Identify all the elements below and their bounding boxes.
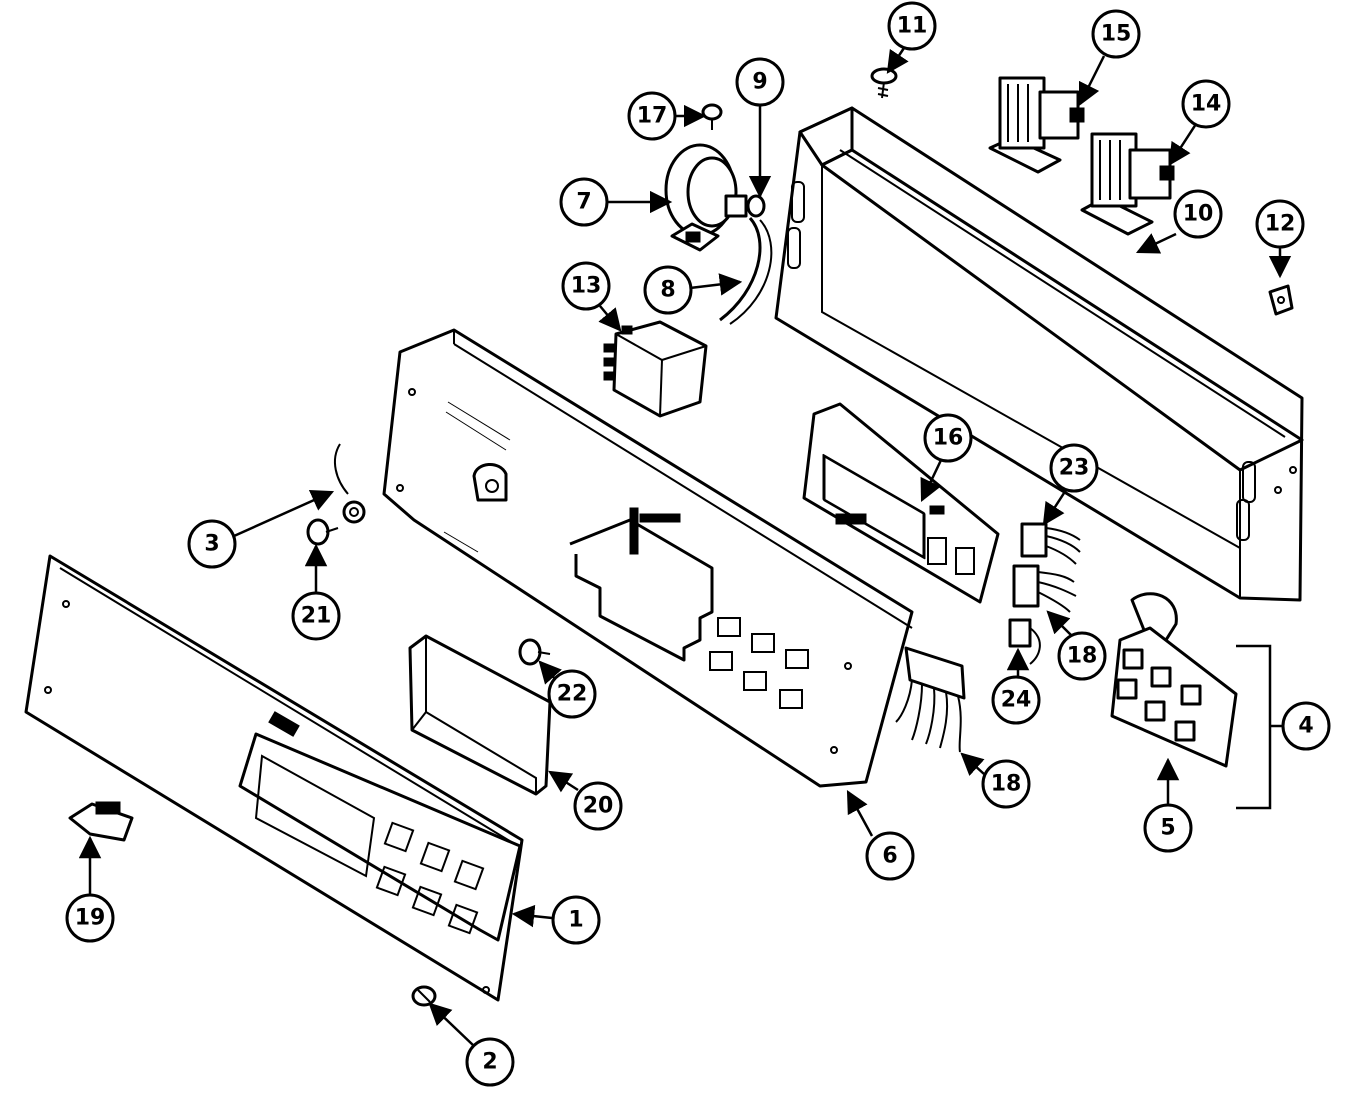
callout-3: 3 (187, 519, 237, 569)
svg-text:23: 23 (1059, 456, 1090, 481)
svg-text:18: 18 (991, 772, 1022, 797)
svg-text:18: 18 (1067, 644, 1098, 669)
svg-text:7: 7 (576, 190, 591, 215)
callout-10: 10 (1173, 189, 1223, 239)
screw-17 (701, 103, 723, 130)
svg-text:10: 10 (1183, 202, 1214, 227)
callout-4: 4 (1281, 701, 1331, 751)
callout-23: 23 (1049, 443, 1099, 493)
pressure-switch-7 (664, 143, 748, 252)
callout-14: 14 (1181, 79, 1231, 129)
harness-18-lower (895, 646, 966, 753)
control-board-16 (802, 402, 1000, 604)
ground-wire-3 (333, 443, 366, 524)
svg-text:1: 1 (568, 908, 583, 933)
svg-text:5: 5 (1160, 816, 1175, 841)
hose-8 (719, 216, 773, 325)
callout-5: 5 (1143, 803, 1193, 853)
callout-16: 16 (923, 413, 973, 463)
callout-20: 20 (573, 781, 623, 831)
bracket-4 (1236, 644, 1282, 810)
clip-19 (68, 801, 134, 842)
svg-text:20: 20 (583, 794, 614, 819)
callout-17: 17 (627, 91, 677, 141)
svg-text:14: 14 (1191, 92, 1222, 117)
callout-12: 12 (1255, 199, 1305, 249)
svg-text:13: 13 (571, 274, 602, 299)
callout-1: 1 (551, 895, 601, 945)
callout-15: 15 (1091, 9, 1141, 59)
svg-text:15: 15 (1101, 22, 1132, 47)
plug-21 (306, 518, 339, 546)
svg-text:6: 6 (882, 844, 897, 869)
svg-text:24: 24 (1001, 688, 1032, 713)
svg-text:9: 9 (752, 70, 767, 95)
display-lens-20 (408, 634, 552, 796)
callout-7: 7 (559, 177, 609, 227)
callout-8: 8 (643, 265, 693, 315)
keypad-board-5 (1110, 592, 1238, 768)
callout-21: 21 (291, 591, 341, 641)
screw-2 (411, 985, 437, 1007)
inner-panel-6 (382, 328, 914, 788)
clip-nut-12 (1268, 284, 1294, 316)
callout-6: 6 (865, 831, 915, 881)
connector-23 (1020, 522, 1081, 565)
svg-text:17: 17 (637, 104, 668, 129)
callout-24: 24 (991, 675, 1041, 725)
svg-text:16: 16 (933, 426, 964, 451)
svg-text:2: 2 (482, 1050, 497, 1075)
connector-24 (1008, 618, 1041, 665)
svg-text:4: 4 (1298, 714, 1313, 739)
keypad-keys (1116, 648, 1202, 742)
svg-text:19: 19 (75, 906, 106, 931)
plug-22 (518, 638, 551, 666)
svg-text:11: 11 (897, 14, 928, 39)
callout-11: 11 (887, 1, 937, 51)
connector-18-upper (1012, 564, 1077, 613)
svg-text:21: 21 (301, 604, 332, 629)
screw-11 (870, 67, 898, 99)
hose-clamp-9 (746, 194, 766, 218)
panel-6-button-holes (709, 617, 809, 709)
callout-22: 22 (547, 669, 597, 719)
callout-2: 2 (465, 1037, 515, 1087)
transformer-15 (988, 76, 1085, 174)
callout-18-lower: 18 (981, 759, 1031, 809)
panel-1-buttons (375, 821, 485, 935)
leader-lines (78, 47, 1292, 1047)
callout-18-upper: 18 (1057, 631, 1107, 681)
rear-console-housing (774, 106, 1304, 602)
svg-text:8: 8 (660, 278, 675, 303)
svg-text:3: 3 (204, 532, 219, 557)
callout-9: 9 (735, 57, 785, 107)
transformer-14 (1080, 132, 1175, 236)
callout-13: 13 (561, 261, 611, 311)
callout-19: 19 (65, 893, 115, 943)
svg-text:12: 12 (1265, 212, 1296, 237)
front-control-panel-1 (24, 554, 524, 1002)
svg-text:22: 22 (557, 682, 588, 707)
relay-13 (603, 320, 708, 418)
